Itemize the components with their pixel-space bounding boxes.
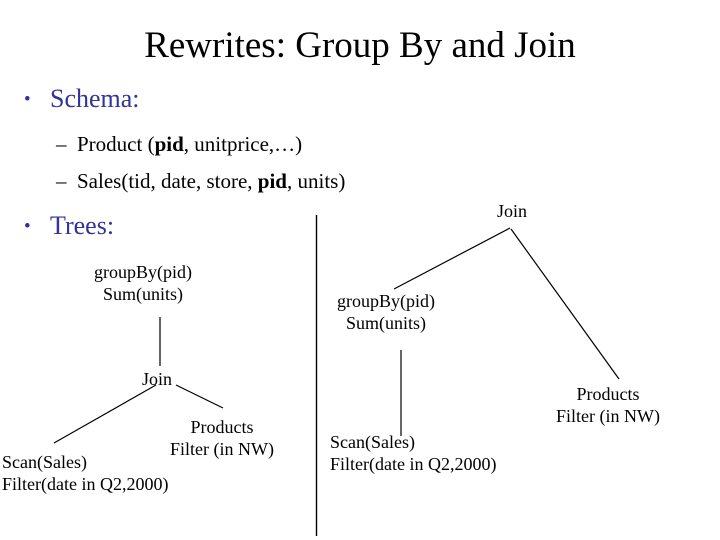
left-tree-join: Join [142,368,172,390]
bullet-marker: • [24,89,31,110]
bullet-trees: • Trees: [24,211,114,242]
page-title: Rewrites: Group By and Join [144,25,576,66]
node-line-1: Products [576,384,640,404]
right-edge-join-products [510,228,620,380]
left-tree-leaf-products: Products Filter (in NW) [170,416,274,460]
bullet-schema: • Schema: [24,84,140,115]
node-line-1: groupBy(pid) [94,262,192,282]
node-line-2: Sum(units) [102,284,183,304]
product-key: pid [154,132,184,156]
node-line-2: Filter (in NW) [170,439,274,459]
node-line-2: Sum(units) [345,313,426,333]
bullet-marker: • [24,216,31,237]
left-tree-root-groupby: groupBy(pid) Sum(units) [94,261,192,305]
node-line-1: Scan(Sales) [330,432,415,452]
left-edge-join-products [175,384,224,409]
node-line-1: groupBy(pid) [337,291,435,311]
bullet-product: –Product (pid, unitprice,…) [56,131,302,157]
left-tree-leaf-scan-sales: Scan(Sales) Filter(date in Q2,2000) [2,451,168,495]
left-edge-join-scan [53,384,157,444]
right-tree-root-join: Join [497,200,527,222]
node-line-1: Products [190,417,254,437]
product-post: , unitprice,…) [183,132,303,156]
sales-pre: Sales(tid, date, store, [77,169,258,193]
node-line-1: Scan(Sales) [2,452,87,472]
right-tree-leaf-products: Products Filter (in NW) [556,383,660,427]
node-line-2: Filter(date in Q2,2000) [330,454,497,474]
right-tree-groupby: groupBy(pid) Sum(units) [337,290,435,334]
sales-key: pid [257,169,287,193]
bullet-trees-label: Trees: [50,211,115,240]
sales-post: , units) [287,169,346,193]
node-label: Join [497,201,528,221]
dash-marker: – [56,169,67,193]
right-edge-join-groupby [393,227,511,290]
node-line-2: Filter (in NW) [556,406,660,426]
node-line-2: Filter(date in Q2,2000) [2,474,169,494]
node-label: Join [142,369,173,389]
bullet-schema-label: Schema: [50,84,140,113]
bullet-sales: –Sales(tid, date, store, pid, units) [56,168,345,194]
right-tree-leaf-scan-sales: Scan(Sales) Filter(date in Q2,2000) [330,431,496,475]
dash-marker: – [56,132,67,156]
product-pre: Product ( [77,132,155,156]
